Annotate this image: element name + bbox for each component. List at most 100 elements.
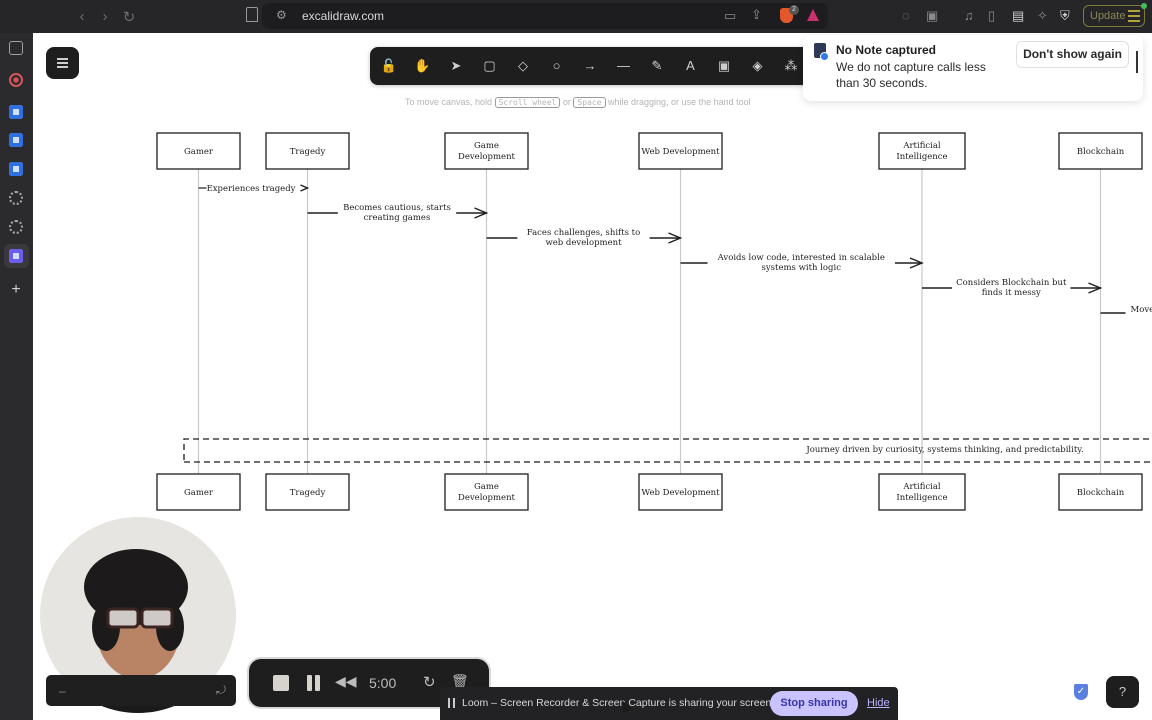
help-button[interactable]: ? [1106, 676, 1139, 708]
add-icon[interactable]: + [11, 281, 21, 298]
participant-label: Web Development [641, 488, 720, 498]
notification-toast: No Note captured We do not capture calls… [803, 35, 1143, 101]
main-menu-button[interactable] [46, 47, 79, 79]
url-text[interactable]: excalidraw.com [302, 9, 385, 23]
library-button-edge [1136, 51, 1138, 73]
sequence-diagram[interactable]: GamerGamerTragedyTragedyGameDevelopmentG… [33, 33, 1152, 720]
excalidraw-icon[interactable] [9, 249, 23, 263]
participant-box-bottom[interactable] [878, 473, 966, 511]
arrowhead [474, 207, 489, 219]
leo-ai-icon[interactable]: ✧ [1037, 8, 1048, 23]
selection-icon[interactable]: ➤ [450, 58, 462, 73]
participant-box-top[interactable] [1058, 132, 1143, 170]
participant-label: Blockchain [1077, 488, 1125, 498]
sidebar-icon[interactable]: ▯ [988, 8, 996, 23]
privacy-shield-icon[interactable]: ✓ [1074, 684, 1088, 700]
music-icon[interactable]: ♫ [964, 8, 974, 23]
extension-icon-1[interactable]: ◌ [902, 8, 910, 23]
participant-label: Blockchain [1077, 147, 1125, 157]
participant-box-bottom[interactable] [638, 473, 723, 511]
participant-box-bottom[interactable] [156, 473, 241, 511]
ellipse-icon[interactable]: ○ [552, 58, 561, 73]
image-icon[interactable]: ▣ [717, 58, 731, 73]
drag-handle-icon[interactable] [448, 698, 455, 708]
participant-box-bottom[interactable] [444, 473, 529, 511]
participant-box-top[interactable] [156, 132, 241, 170]
participant-label: Game [474, 482, 499, 492]
app-icon-2[interactable] [9, 133, 23, 147]
address-bar[interactable]: ⚙ excalidraw.com ▭ ⇪ [262, 3, 828, 29]
hint-text-1: To move canvas, hold [405, 97, 493, 107]
pencil-icon[interactable]: ✎ [651, 58, 663, 73]
note-text[interactable]: Journey driven by curiosity, systems thi… [805, 445, 1083, 455]
hint-text-3: while dragging, or use the hand tool [608, 97, 751, 107]
line-icon[interactable]: — [617, 58, 630, 73]
participant-box-bottom[interactable] [265, 473, 350, 511]
app-icon-1[interactable] [9, 105, 23, 119]
cast-icon[interactable]: ▭ [724, 8, 737, 23]
participant-label: Gamer [184, 488, 214, 498]
participant-box-top[interactable] [878, 132, 966, 170]
flip-cam-icon[interactable]: ⤾ [216, 683, 226, 697]
message-label: Experiences tragedy [207, 184, 296, 194]
sidebar-toggle-icon[interactable] [9, 41, 23, 55]
participant-box-top[interactable] [444, 132, 529, 170]
reload-icon[interactable]: ↻ [122, 9, 136, 26]
trash-icon[interactable]: 🗑 [451, 673, 469, 689]
arrowhead [668, 232, 683, 244]
forward-icon[interactable]: › [102, 8, 108, 25]
update-dot [1141, 3, 1147, 9]
stop-sharing-button[interactable]: Stop sharing [770, 691, 858, 716]
message-label-line2: creating games [364, 213, 431, 223]
participant-label: Artificial [902, 141, 941, 151]
site-settings-icon[interactable]: ⚙ [276, 8, 287, 22]
dont-show-again-button[interactable]: Don't show again [1016, 41, 1129, 68]
message-label: Faces challenges, shifts to [527, 228, 640, 238]
hide-button[interactable]: Hide [867, 697, 890, 709]
restart-icon[interactable]: ↻ [423, 674, 436, 691]
extension-icon-2[interactable]: ▣ [926, 8, 939, 23]
participant-box-top[interactable] [265, 132, 350, 170]
back-icon[interactable]: ‹ [79, 8, 85, 25]
bookmark-icon[interactable] [246, 7, 258, 22]
brave-rewards-icon[interactable] [807, 9, 819, 21]
participant-label-line2: Development [458, 152, 516, 162]
more-shapes-icon[interactable]: ⁂ [784, 58, 798, 73]
excalidraw-canvas[interactable]: 🔓 ✋ ➤ ▢ ◇ ○ → — ✎ A ▣ ◈ ⁂ To move canvas, hold Scrol… [33, 33, 1152, 720]
participant-label: Web Development [641, 147, 720, 157]
message-label-line2: web development [545, 238, 622, 248]
browser-sidebar: + [0, 33, 33, 720]
pause-recording-button[interactable] [307, 675, 321, 691]
chatgpt-icon[interactable] [9, 191, 23, 205]
wallet-icon[interactable]: ▤ [1012, 8, 1025, 23]
chatgpt-icon-2[interactable] [9, 220, 23, 234]
browser-toolbar: ‹ › ↻ ⚙ excalidraw.com ▭ ⇪ 2 ◌ ▣ ♫ ▯ ▤ ✧… [0, 0, 1152, 33]
stop-recording-button[interactable] [273, 675, 289, 691]
record-app-icon[interactable] [9, 73, 23, 87]
lock-icon[interactable]: 🔓 [380, 58, 398, 73]
message-label: Avoids low code, interested in scalable [717, 253, 885, 263]
message-label: Move [1131, 305, 1152, 315]
participant-label: Artificial [902, 482, 941, 492]
participant-label: Gamer [184, 147, 214, 157]
participant-label: Game [474, 141, 499, 151]
vpn-shield-icon[interactable]: ⛨ [1060, 8, 1070, 23]
share-icon[interactable]: ⇪ [751, 7, 762, 22]
rewind-icon[interactable]: ◀◀ [335, 673, 357, 689]
text-icon[interactable]: A [686, 58, 695, 73]
minimize-cam-icon[interactable]: – [59, 684, 66, 698]
hint-text-2: or [562, 97, 571, 107]
arrow-icon[interactable]: → [583, 58, 597, 73]
eraser-icon[interactable]: ◈ [752, 58, 763, 73]
canvas-hint: To move canvas, hold Scroll wheel or Spa… [405, 97, 751, 108]
message-label-line2: systems with logic [762, 263, 842, 273]
participant-box-bottom[interactable] [1058, 473, 1143, 511]
hand-icon[interactable]: ✋ [414, 58, 431, 73]
diamond-icon[interactable]: ◇ [518, 58, 528, 73]
participant-label-line2: Intelligence [896, 493, 947, 503]
app-icon-3[interactable] [9, 162, 23, 176]
participant-label: Tragedy [290, 147, 326, 157]
rectangle-icon[interactable]: ▢ [483, 58, 496, 73]
participant-box-top[interactable] [638, 132, 723, 170]
update-button[interactable]: Update [1083, 3, 1147, 27]
